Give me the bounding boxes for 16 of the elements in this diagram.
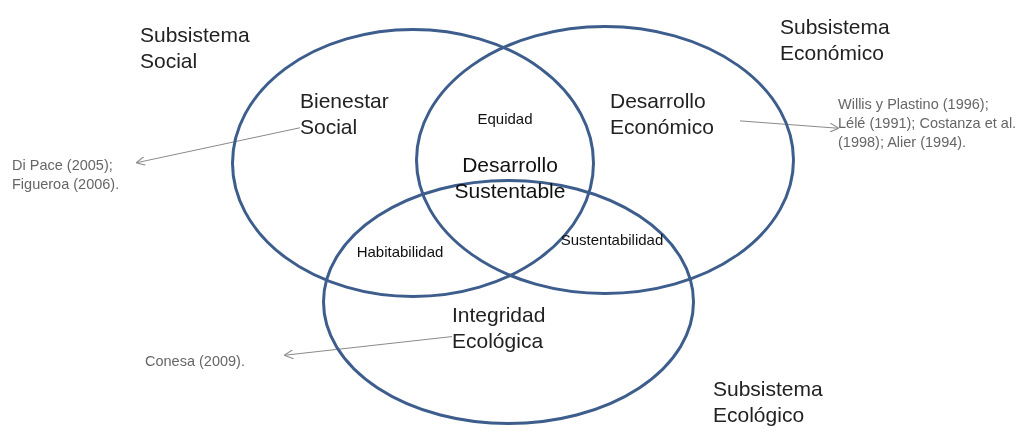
reference-text: Willis y Plastino (1996); Lélé (1991); Costanza et al. (1998); Alier (1994). <box>838 95 1018 152</box>
overlap-label: Desarrollo Sustentable <box>453 152 567 205</box>
region-text: Desarrollo Económico <box>610 88 740 141</box>
subsystem-heading: Subsistema Social <box>140 22 251 75</box>
arrow <box>739 120 840 133</box>
overlap-label: Habitabilidad <box>355 243 445 262</box>
arrow <box>135 127 301 166</box>
region-text: Integridad Ecológica <box>452 302 570 355</box>
overlap-label: Sustentabilidad <box>559 231 665 250</box>
overlap-label: Equidad <box>476 110 534 129</box>
region-text: Bienestar Social <box>300 88 410 141</box>
subsystem-heading: Subsistema Económico <box>780 14 891 67</box>
reference-text: Di Pace (2005); Figueroa (2006). <box>12 156 137 194</box>
subsystem-heading: Subsistema Ecológico <box>713 376 824 429</box>
reference-text: Conesa (2009). <box>145 352 285 371</box>
arrow <box>283 336 453 360</box>
